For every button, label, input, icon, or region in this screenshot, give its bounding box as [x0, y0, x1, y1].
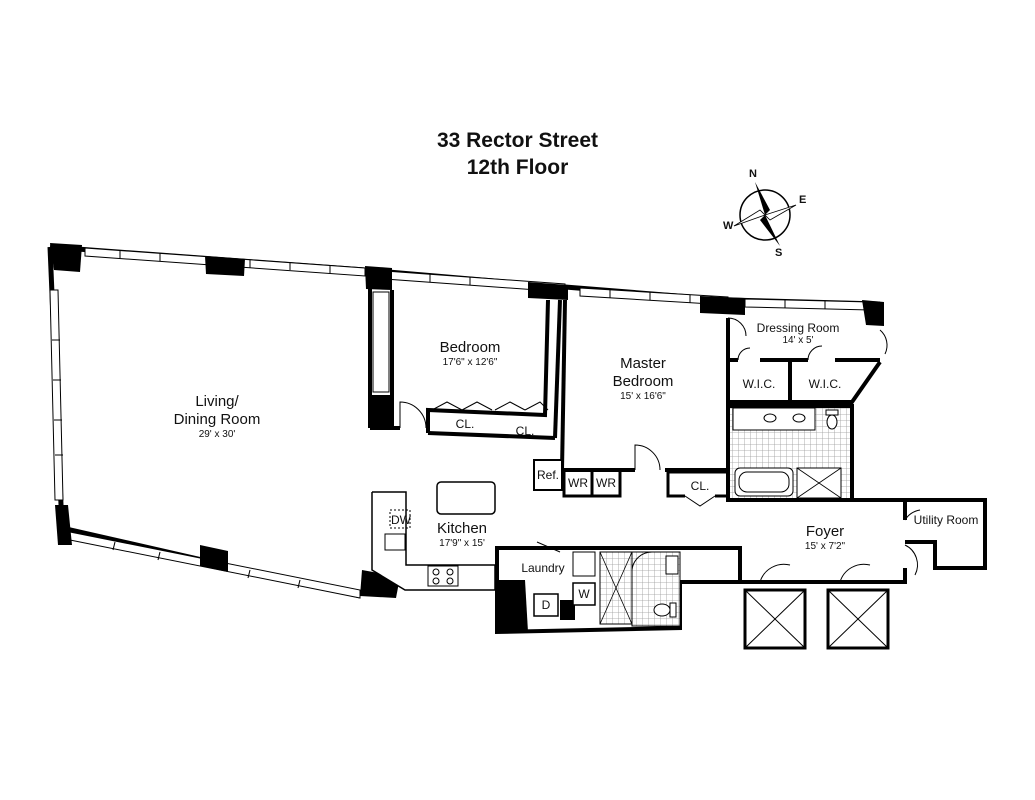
compass-west-label: W: [723, 220, 734, 232]
bedroom-dims: 17'6" x 12'6": [442, 357, 498, 368]
plan-title-address: 33 Rector Street: [436, 129, 599, 152]
dressing-walls: [726, 358, 882, 405]
foyer-door-swings: [759, 509, 921, 583]
dressing-room-dims: 14' x 5': [782, 335, 814, 346]
wr-label-1: WR: [568, 476, 588, 490]
wr-label-2: WR: [596, 476, 616, 490]
master-bedroom-name-1: Master: [620, 355, 666, 372]
foyer-label: Foyer 15' x 7'2": [805, 523, 845, 553]
foyer-walls: [728, 498, 987, 584]
dryer-label: D: [541, 598, 551, 612]
closet-label-2: CL.: [515, 424, 535, 438]
elevators: [743, 588, 890, 650]
foyer-name: Foyer: [805, 523, 845, 540]
bedroom-walls: [368, 285, 562, 440]
wic-left-label: W.I.C.: [742, 377, 776, 391]
living-room-dims: 29' x 30': [198, 429, 236, 440]
bedroom-label: Bedroom 17'6" x 12'6": [440, 339, 501, 369]
master-bedroom-name-2: Bedroom: [612, 373, 674, 390]
kitchen-dims: 17'9" x 15': [439, 538, 485, 549]
living-room-name-2: Dining Room: [173, 411, 261, 428]
kitchen: [371, 481, 496, 591]
closet-label-1: CL.: [455, 417, 475, 431]
bedroom-window-strip: [372, 291, 390, 393]
utility-room-name: Utility Room: [913, 513, 979, 527]
washer-label: W: [578, 587, 590, 601]
compass-north-label: N: [749, 168, 757, 180]
compass-rose: [733, 182, 797, 246]
kitchen-label: Kitchen 17'9" x 15': [437, 520, 487, 550]
laundry-block: [495, 546, 742, 635]
windows-west: [49, 289, 64, 501]
dishwasher-label: DW: [391, 513, 411, 527]
master-bedroom-label: Master Bedroom 15' x 16'6": [613, 355, 674, 403]
living-room-label: Living/ Dining Room 29' x 30': [174, 393, 261, 441]
compass-east-label: E: [799, 194, 807, 206]
laundry-label: Laundry: [521, 561, 565, 575]
foyer-dims: 15' x 7'2": [804, 541, 846, 552]
dressing-room-label: Dressing Room 14' x 5': [757, 321, 840, 347]
compass-south-label: S: [775, 247, 783, 259]
refrigerator: [533, 459, 563, 491]
utility-room-label: Utility Room: [914, 513, 979, 527]
wr-closets: [562, 468, 622, 498]
plan-title-floor: 12th Floor: [466, 156, 569, 179]
master-bedroom-dims: 15' x 16'6": [620, 391, 666, 402]
bedroom-closet-doors: [431, 401, 549, 411]
bedroom-name: Bedroom: [439, 339, 501, 356]
dressing-room-name: Dressing Room: [756, 321, 840, 335]
hall-closet: [666, 470, 730, 507]
refrigerator-label: Ref.: [536, 468, 560, 482]
wic-right-label: W.I.C.: [808, 377, 842, 391]
windows-north: [84, 247, 871, 311]
closet-label-3: CL.: [690, 479, 710, 493]
master-bath: [726, 404, 854, 502]
kitchen-name: Kitchen: [436, 520, 488, 537]
window-mullions-north: [119, 250, 826, 309]
living-room-name-1: Living/: [195, 393, 239, 410]
